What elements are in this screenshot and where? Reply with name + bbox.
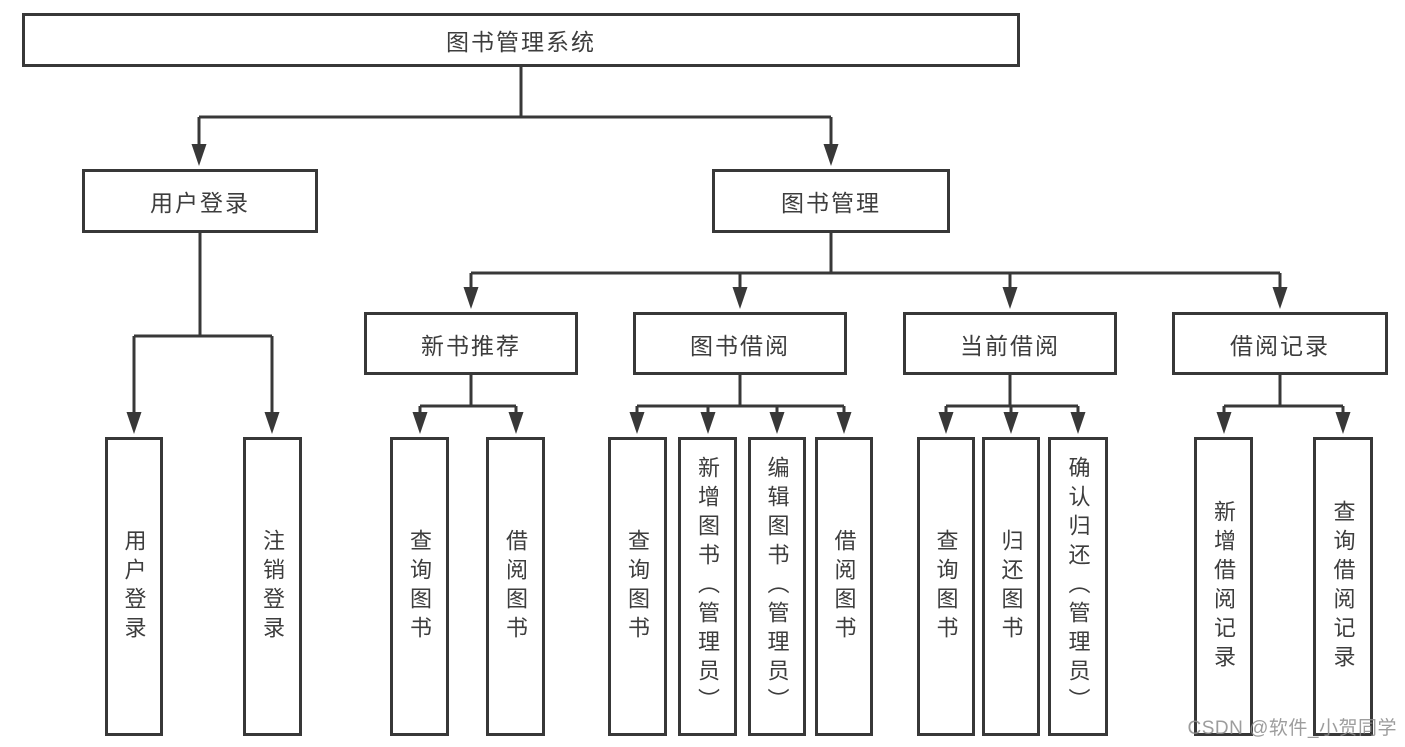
node-user-login: 用户登录: [82, 169, 318, 233]
leaf-query-books-recommend: 查询图书: [390, 437, 449, 736]
leaf-query-books-current: 查询图书: [917, 437, 975, 736]
node-book-management: 图书管理: [712, 169, 950, 233]
node-borrow-records-label: 借阅记录: [1230, 332, 1330, 359]
leaf-confirm-return-admin-label: 确认归还（管理员）: [1065, 456, 1091, 717]
leaf-query-books-borrow: 查询图书: [608, 437, 667, 736]
node-current-borrow: 当前借阅: [903, 312, 1117, 375]
csdn-watermark: CSDN @软件_小贺同学: [1187, 718, 1397, 739]
leaf-edit-books-admin-label: 编辑图书（管理员）: [764, 456, 790, 717]
leaf-query-borrow-record-label: 查询借阅记录: [1330, 499, 1356, 674]
arrowheads: [126, 144, 1351, 434]
leaf-query-books-recommend-label: 查询图书: [407, 528, 433, 645]
leaf-query-borrow-record: 查询借阅记录: [1313, 437, 1373, 736]
leaf-borrow-books-label: 借阅图书: [831, 528, 857, 645]
leaf-add-borrow-record: 新增借阅记录: [1194, 437, 1253, 736]
leaf-user-login: 用户登录: [105, 437, 163, 736]
leaf-user-login-label: 用户登录: [121, 528, 147, 645]
leaf-confirm-return-admin: 确认归还（管理员）: [1048, 437, 1108, 736]
leaf-return-books-label: 归还图书: [998, 528, 1024, 645]
node-user-login-label: 用户登录: [150, 190, 250, 216]
node-current-borrow-label: 当前借阅: [960, 332, 1060, 359]
node-book-borrow: 图书借阅: [633, 312, 847, 375]
leaf-logout: 注销登录: [243, 437, 302, 736]
leaf-return-books: 归还图书: [982, 437, 1040, 736]
node-root-label: 图书管理系统: [446, 29, 596, 55]
node-root: 图书管理系统: [22, 13, 1020, 67]
node-book-borrow-label: 图书借阅: [690, 332, 790, 359]
leaf-borrow-books-recommend: 借阅图书: [486, 437, 545, 736]
leaf-query-books-current-label: 查询图书: [933, 528, 959, 645]
node-book-management-label: 图书管理: [781, 190, 881, 216]
leaf-borrow-books-recommend-label: 借阅图书: [503, 528, 529, 645]
leaf-edit-books-admin: 编辑图书（管理员）: [748, 437, 806, 736]
leaf-add-books-admin-label: 新增图书（管理员）: [695, 456, 721, 717]
leaf-borrow-books: 借阅图书: [815, 437, 873, 736]
leaf-add-borrow-record-label: 新增借阅记录: [1211, 499, 1237, 674]
leaf-add-books-admin: 新增图书（管理员）: [678, 437, 737, 736]
leaf-logout-label: 注销登录: [260, 528, 286, 645]
node-new-book-recommend: 新书推荐: [364, 312, 578, 375]
node-borrow-records: 借阅记录: [1172, 312, 1388, 375]
leaf-query-books-borrow-label: 查询图书: [625, 528, 651, 645]
node-new-book-recommend-label: 新书推荐: [421, 332, 521, 359]
